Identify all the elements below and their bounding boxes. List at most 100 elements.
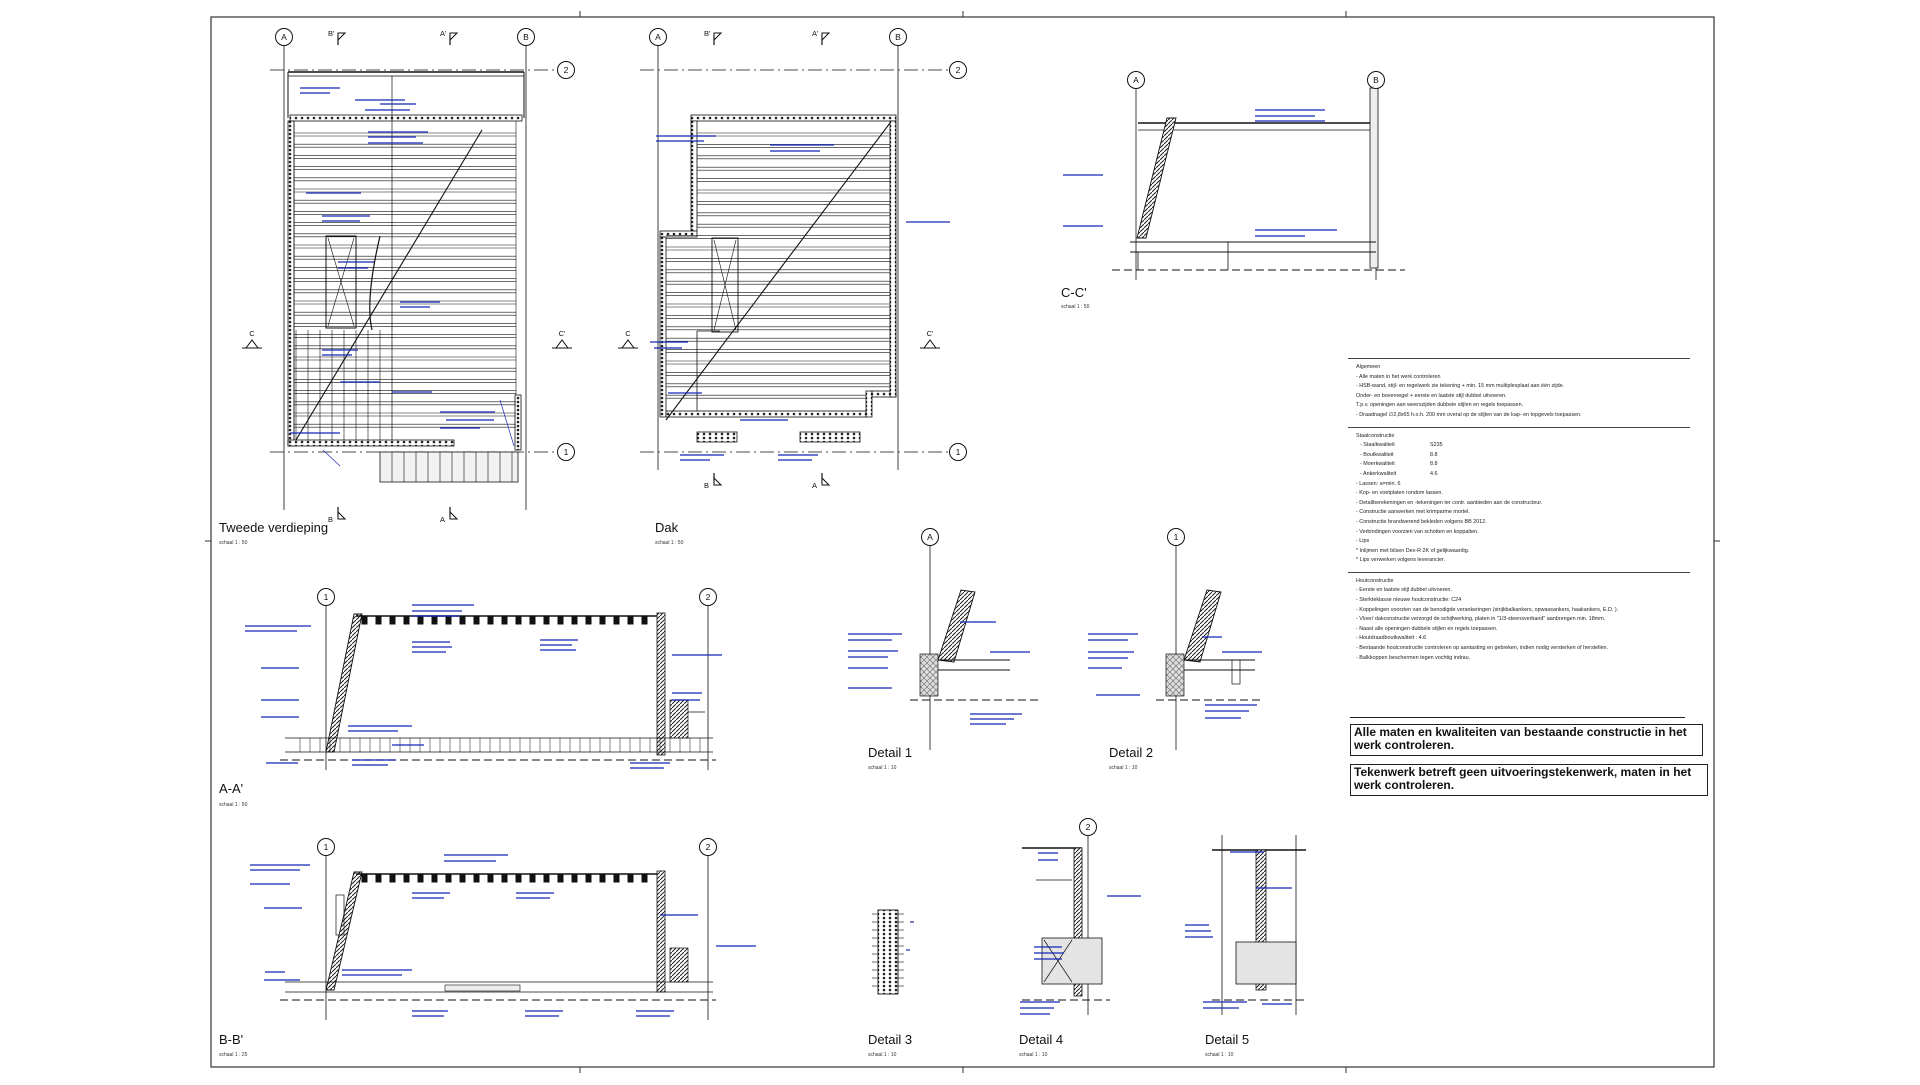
grid-bubble-2: 2: [699, 838, 717, 856]
rafter-section: [487, 873, 494, 883]
note-line: - Constructie brandwerend bekleden volge…: [1356, 518, 1487, 525]
view-title-a-a: A-A': [219, 781, 244, 796]
note-line: * Lips verwerken volgens leverancier.: [1356, 557, 1445, 564]
section-arrow: [555, 339, 569, 349]
grid-bubble-circle: [889, 28, 907, 46]
section-arrow: [449, 510, 459, 520]
note-line: - Sterkteklasse nieuwe houtconstructie: …: [1356, 597, 1462, 604]
rafter-section: [473, 615, 480, 625]
warning-text-existing: Alle maten en kwaliteiten van bestaande …: [1354, 725, 1687, 752]
section-label: C: [249, 329, 255, 338]
annotation-marks: [245, 87, 1337, 1017]
grid-bubble-label: 2: [706, 842, 711, 852]
grid-bubble-circle: [949, 443, 967, 461]
section-arrow: [821, 32, 831, 42]
section-arrow: [449, 32, 459, 42]
note-line: - Lips: [1356, 538, 1370, 545]
view-scale-detail-1: schaal 1 : 10: [868, 765, 897, 771]
detail-5-drawing: [1212, 835, 1306, 1015]
view-title-tweede-verdieping: Tweede verdieping: [219, 520, 329, 535]
grid-bubble-label: B: [523, 32, 529, 42]
rafter-section: [361, 873, 368, 883]
rafter-section: [459, 873, 466, 883]
rafter-section: [529, 615, 536, 625]
grid-bubble-label: 1: [956, 447, 961, 457]
note-line: T.p.v. openingen aan weerszijden dubbele…: [1356, 402, 1524, 409]
detail-3-drawing: [872, 909, 904, 995]
rafter-section: [445, 873, 452, 883]
section-arrow: [621, 339, 635, 349]
view-title-detail-3: Detail 3: [868, 1032, 913, 1047]
spec-key: - Moerkwaliteit: [1360, 461, 1395, 468]
rafter-section: [529, 873, 536, 883]
view-scale-detail-2: schaal 1 : 10: [1109, 765, 1138, 771]
section-b-b: [280, 855, 716, 1020]
grid-bubble-circle: [557, 61, 575, 79]
view-title-detail-1: Detail 1: [868, 745, 913, 760]
spec-row: - Moerkwaliteit 8.8: [1356, 460, 1686, 470]
view-title-detail-2: Detail 2: [1109, 745, 1154, 760]
view-title-dak: Dak: [655, 520, 679, 535]
grid-bubble-a: A: [1127, 71, 1145, 89]
spec-value: S235: [1430, 442, 1443, 449]
grid-bubble-circle: [649, 28, 667, 46]
notes-hout-list: - Eerste en laatste stijl dubbel uitvoer…: [1356, 586, 1686, 663]
grid-bubble-1: 1: [317, 588, 335, 606]
grid-bubble-label: 2: [956, 65, 961, 75]
section-label: A': [812, 29, 819, 38]
detail-4-drawing: [1022, 835, 1110, 1015]
rafter-section: [473, 873, 480, 883]
section-a-a: [280, 605, 716, 770]
view-scale-detail-4: schaal 1 : 10: [1019, 1052, 1048, 1058]
note-line: - Detailberekeningen en -tekeningen ter …: [1356, 499, 1543, 506]
rafter-section: [571, 873, 578, 883]
view-title-detail-4: Detail 4: [1019, 1032, 1064, 1047]
rafter-section: [403, 873, 410, 883]
section-label: B: [704, 481, 709, 490]
rafter-section: [543, 615, 550, 625]
view-scale-detail-3: schaal 1 : 10: [868, 1052, 897, 1058]
rafter-section: [571, 615, 578, 625]
plan-tweede-verdieping: [270, 45, 555, 510]
rafter-section: [599, 615, 606, 625]
note-line: - Draadnagel ∅2,8x65 h.o.h. 200 mm overa…: [1356, 411, 1582, 418]
grid-bubble-circle: [1079, 818, 1097, 836]
spec-value: 8.8: [1430, 461, 1438, 468]
section-label: B': [328, 29, 335, 38]
rafter-section: [417, 873, 424, 883]
grid-bubble-label: 1: [564, 447, 569, 457]
view-title-detail-5: Detail 5: [1205, 1032, 1250, 1047]
section-label: C': [559, 329, 566, 338]
section-marker-c-prime: C': [920, 329, 940, 349]
grid-bubble-1: 1: [557, 443, 575, 461]
warning-box-no-execution-drawing: Tekenwerk betreft geen uitvoeringstekenw…: [1350, 764, 1708, 796]
note-line: - Balkkoppen beschermen tegen vochtig in…: [1356, 654, 1471, 661]
rafter-section: [501, 615, 508, 625]
view-scale-c-c: schaal 1 : 50: [1061, 304, 1090, 310]
grid-bubble-circle: [1367, 71, 1385, 89]
grid-bubble-label: 1: [324, 592, 329, 602]
rafter-section: [557, 873, 564, 883]
section-marker-c: C: [242, 329, 262, 349]
notes-bottom-rule: [1350, 717, 1685, 718]
rafter-section: [487, 615, 494, 625]
view-scale-a-a: schaal 1 : 50: [219, 802, 248, 808]
notes-heading-algemeen: Algemeen: [1356, 364, 1381, 370]
section-arrow: [923, 339, 937, 349]
rafter-section: [543, 873, 550, 883]
notes-divider: [1348, 358, 1690, 359]
grid-bubble-2: 2: [557, 61, 575, 79]
note-line: - Lassen: a=min. 6: [1356, 480, 1401, 487]
grid-bubble-circle: [921, 528, 939, 546]
note-line: - Koppelingen voorzien van de benodigde …: [1356, 606, 1619, 613]
section-marker-c-prime: C': [552, 329, 572, 349]
section-c-c: [1112, 87, 1405, 280]
view-title-c-c: C-C': [1061, 285, 1087, 300]
grid-bubble-2: 2: [1079, 818, 1097, 836]
rafter-section: [389, 873, 396, 883]
rafter-section: [515, 615, 522, 625]
